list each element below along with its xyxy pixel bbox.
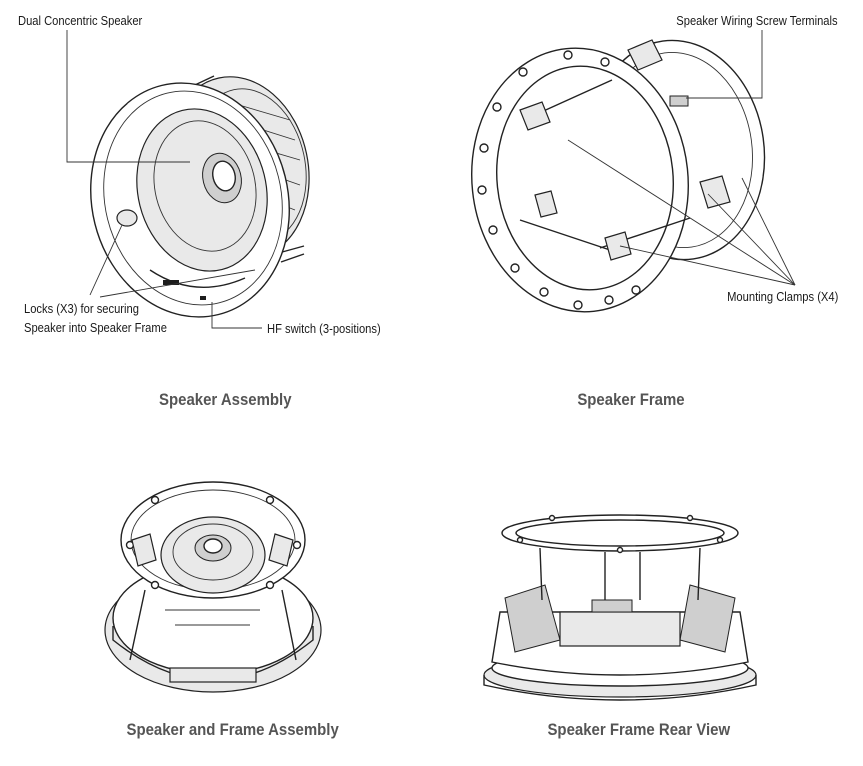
speaker-frame-illustration [471,39,766,313]
label-dual-concentric-speaker: Dual Concentric Speaker [18,13,143,28]
label-hf-switch: HF switch (3-positions) [267,321,381,336]
caption-speaker-frame-rear-view: Speaker Frame Rear View [547,720,731,739]
leader-dual-concentric [66,30,190,163]
leader-locks-a [89,224,123,296]
caption-speaker-frame: Speaker Frame [577,390,685,409]
speaker-frame-rear-view-illustration [483,514,757,701]
label-mounting-clamps: Mounting Clamps (X4) [726,289,838,304]
leader-clamp-c [707,193,796,286]
leader-clamp-d [619,245,796,286]
caption-speaker-assembly: Speaker Assembly [159,390,292,409]
leader-lines [66,30,796,329]
speaker-and-frame-assembly-illustration [104,481,322,693]
leader-hf-switch [211,302,262,329]
leader-wiring-terminals [686,30,763,99]
speaker-assembly-illustration [90,75,310,318]
leader-clamp-a [567,139,796,286]
leader-locks-b [99,269,256,298]
label-wiring-terminals: Speaker Wiring Screw Terminals [676,13,838,28]
label-locks-line2: Speaker into Speaker Frame [24,320,167,335]
label-locks-line1: Locks (X3) for securing [24,301,139,316]
caption-speaker-and-frame-assembly: Speaker and Frame Assembly [126,720,339,739]
leader-clamp-b [741,177,796,286]
